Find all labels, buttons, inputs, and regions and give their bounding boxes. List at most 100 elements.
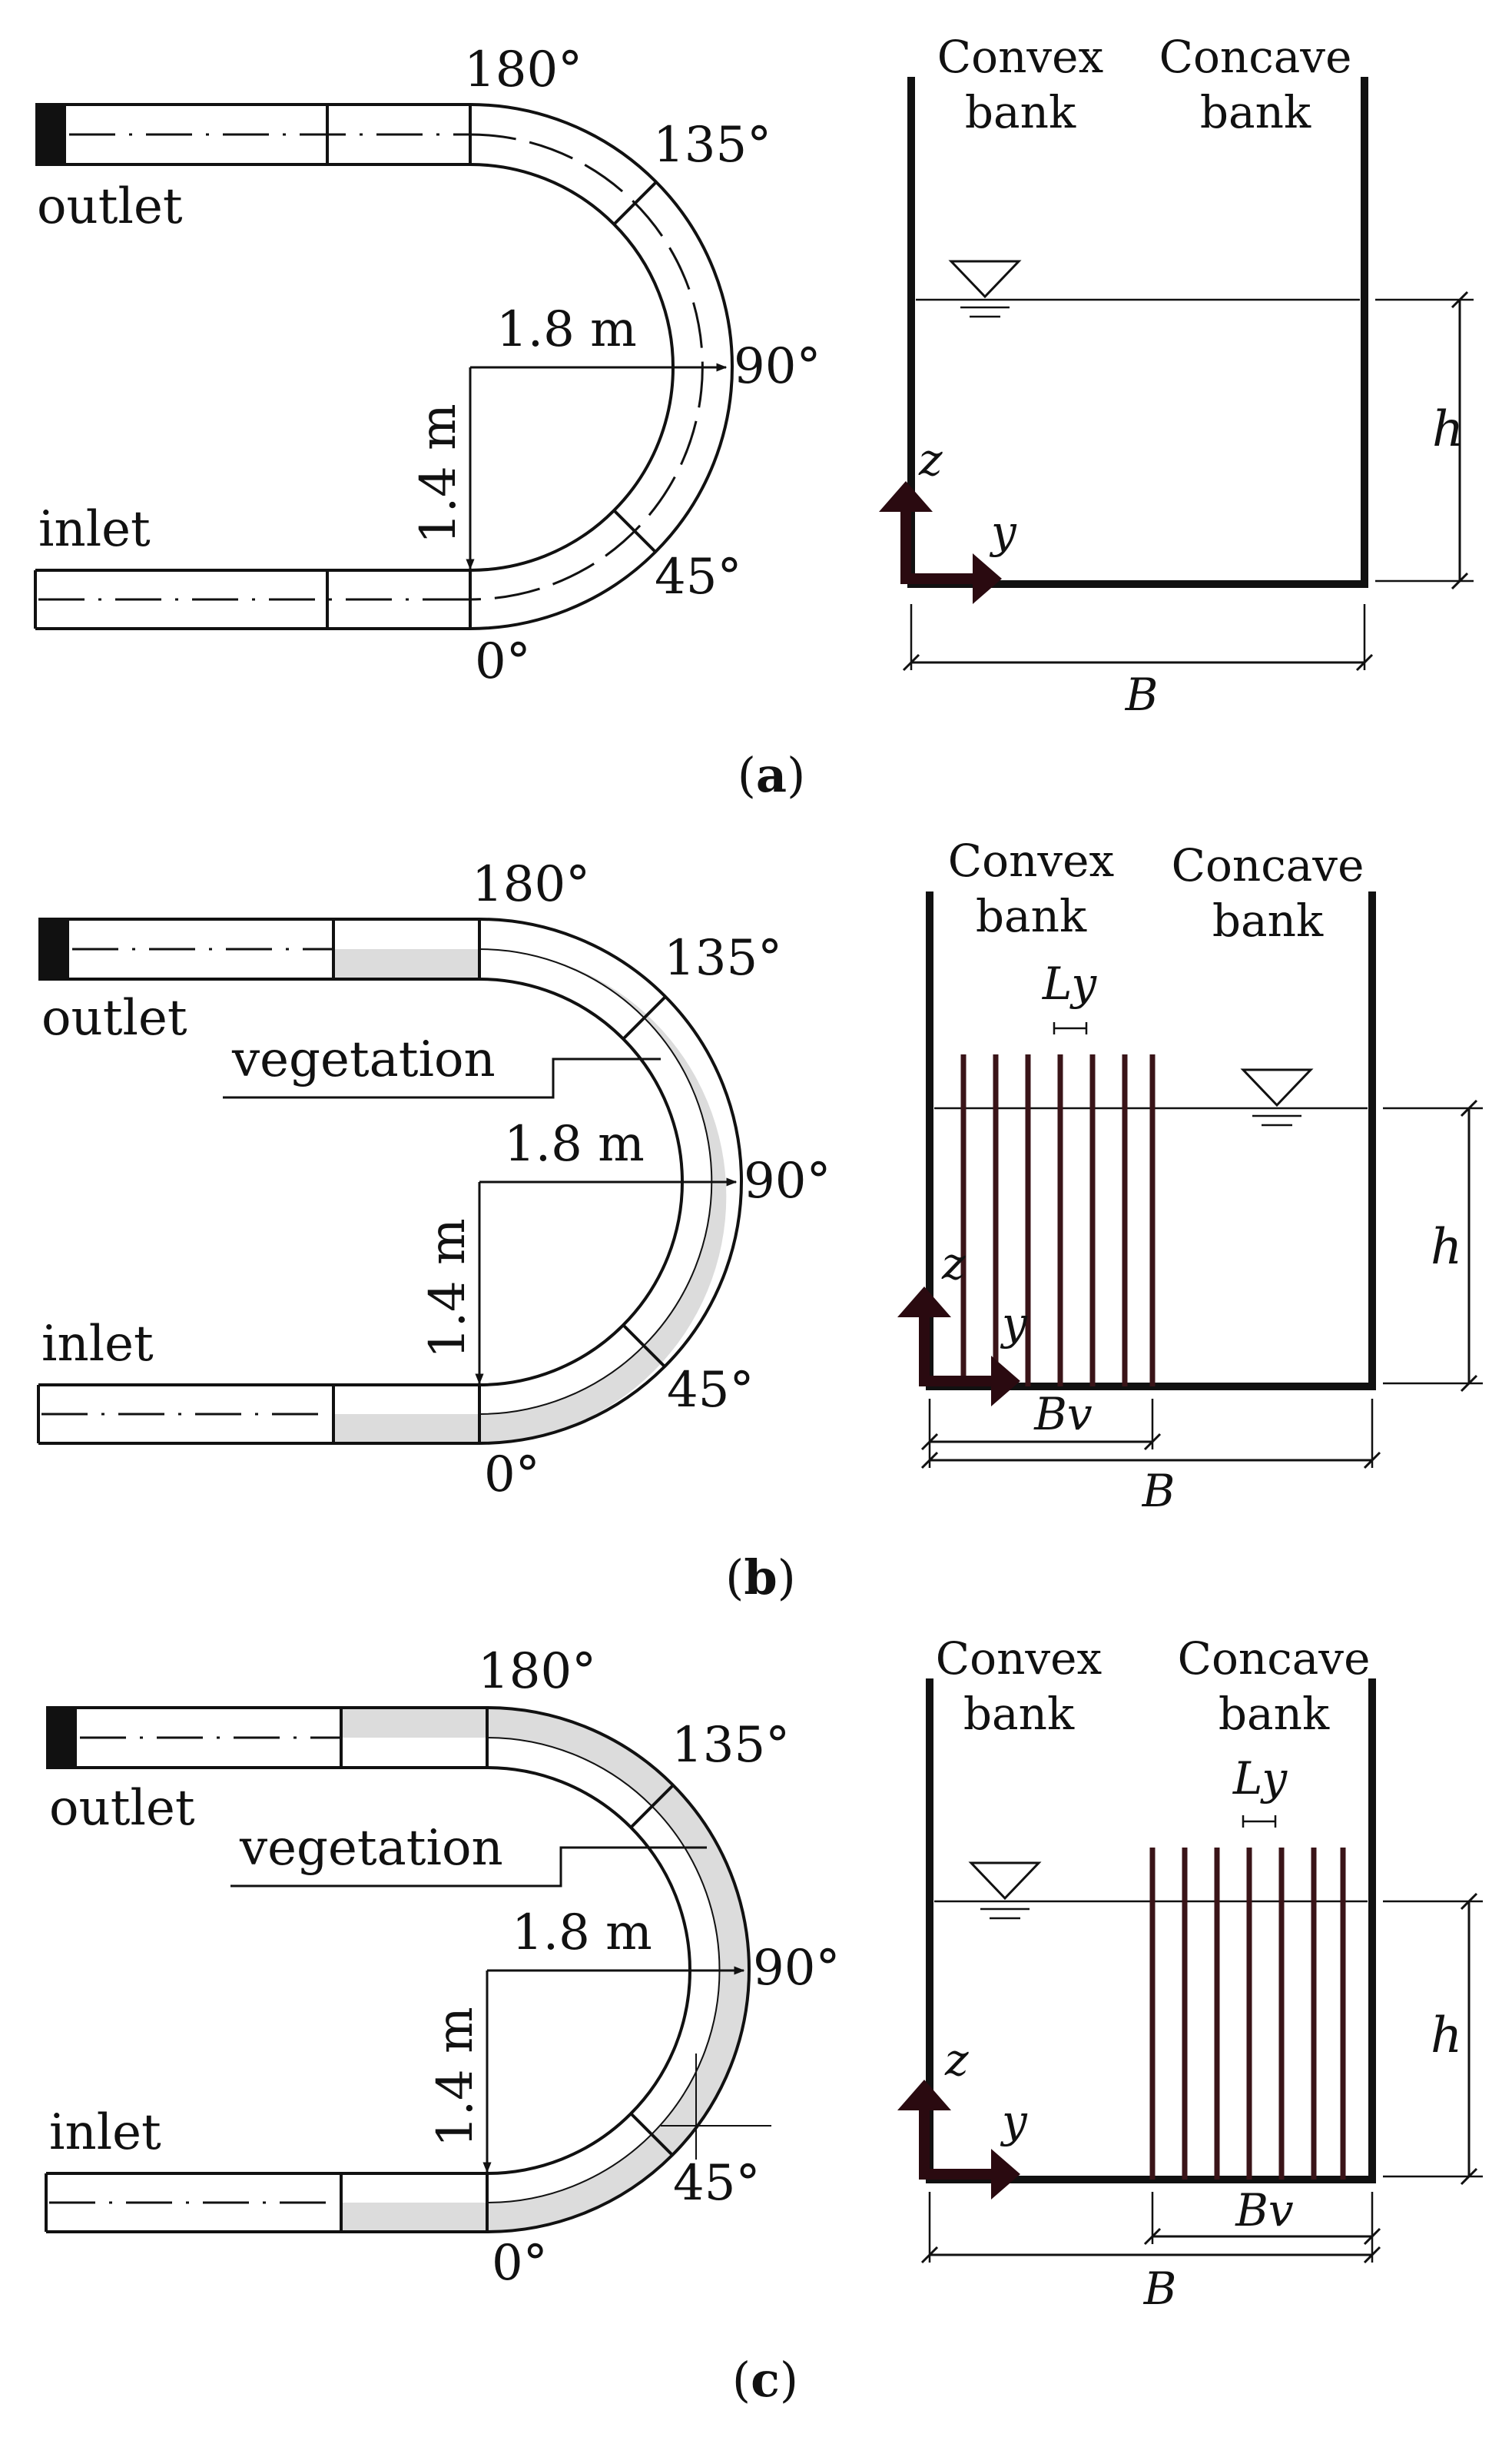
y-axis-arrow — [930, 2169, 994, 2180]
section-135-tick — [612, 181, 657, 226]
inlet-label: inlet — [49, 2104, 161, 2161]
cross-section-c: Convex bank Concave bank Ly z y h Bv B — [897, 1632, 1483, 2315]
outlet-block — [35, 105, 66, 164]
y-axis-label: y — [1000, 2095, 1028, 2147]
vegetation-leader — [223, 1057, 661, 1099]
height-label: h — [1431, 1219, 1462, 1276]
concave-bank-label: bank — [1219, 1688, 1330, 1740]
convex-bank-label: bank — [976, 890, 1087, 942]
outlet-label: outlet — [37, 178, 183, 235]
caption-c: (c) — [732, 2352, 798, 2408]
z-axis-arrow — [919, 1316, 930, 1386]
z-axis-arrow — [900, 510, 911, 584]
height-tick — [1460, 1892, 1478, 1911]
vegetation-stems — [960, 1054, 1156, 1386]
angle-label-45: 45° — [655, 549, 741, 606]
height-tick — [1460, 2167, 1478, 2186]
inlet-label: inlet — [38, 501, 151, 558]
angle-label-180: 180° — [472, 856, 590, 913]
vegetation-zone — [333, 949, 479, 979]
z-axis-arrow — [879, 481, 933, 512]
bend-outer-wall — [486, 1706, 751, 2233]
width-tick — [1355, 653, 1374, 672]
angle-label-90: 90° — [744, 1153, 831, 1210]
convex-bank-label: Convex — [936, 1632, 1102, 1685]
section-45-tick — [629, 2112, 674, 2156]
radius-label: 1.8 m — [512, 1904, 652, 1961]
outlet-label: outlet — [41, 990, 187, 1047]
width-label: B — [1143, 2263, 1177, 2315]
cross-section-b: Convex bank Concave bank Ly z y h Bv B — [897, 835, 1483, 1517]
y-axis-arrow — [930, 1376, 994, 1386]
width-tick — [920, 2246, 939, 2264]
straight-length-label: 1.4 m — [427, 2007, 484, 2147]
concave-bank-label: Concave — [1159, 31, 1352, 83]
z-axis-label: z — [918, 433, 943, 486]
veg-width-tick — [1143, 2227, 1162, 2246]
z-axis-label: z — [944, 2034, 969, 2086]
veg-width-label: Bv — [1235, 2184, 1294, 2236]
outlet-block — [38, 919, 69, 979]
vegetation-zone — [341, 1708, 487, 1738]
inlet-label: inlet — [41, 1316, 154, 1373]
caption-b: (b) — [725, 1549, 796, 1605]
y-axis-arrow — [911, 573, 976, 584]
caption-letter: a — [756, 747, 787, 803]
y-axis-arrow — [991, 2149, 1020, 2200]
concave-bank-label: Concave — [1178, 1632, 1371, 1685]
height-label: h — [1432, 401, 1464, 458]
y-axis-arrow — [973, 553, 1002, 604]
y-axis-label: y — [1000, 1297, 1028, 1350]
caption-letter: c — [751, 2352, 780, 2408]
angle-label-0: 0° — [484, 1446, 540, 1503]
angle-label-180: 180° — [464, 42, 582, 98]
water-level-icon — [948, 260, 1022, 299]
convex-bank-label: bank — [963, 1688, 1075, 1740]
z-axis-label: z — [941, 1237, 966, 1290]
height-tick — [1451, 291, 1469, 309]
width-tick — [1363, 1451, 1381, 1469]
outlet-block — [46, 1708, 77, 1768]
bend-outer-wall — [469, 103, 734, 630]
angle-label-135: 135° — [664, 930, 782, 987]
concave-bank-label: bank — [1200, 86, 1311, 138]
angle-label-90: 90° — [734, 338, 821, 395]
straight-length-label: 1.4 m — [419, 1218, 476, 1359]
caption-letter: b — [744, 1549, 777, 1605]
convex-bank-label: bank — [965, 86, 1076, 138]
water-level-icon — [968, 1861, 1042, 1901]
concave-bank-label: Concave — [1172, 839, 1364, 891]
plan-view-b: 180° 135° 90° 45° 0° outlet vegetation i… — [37, 856, 831, 1503]
angle-label-90: 90° — [753, 1940, 840, 1997]
section-45-tick — [622, 1323, 666, 1368]
angle-label-180: 180° — [478, 1643, 596, 1700]
z-axis-arrow — [897, 2080, 951, 2110]
radius-label: 1.8 m — [504, 1116, 645, 1173]
convex-bank-label: Convex — [948, 835, 1114, 887]
width-tick — [1363, 2246, 1381, 2264]
width-label: B — [1142, 1465, 1175, 1517]
vegetation-stems — [1149, 1848, 1346, 2180]
vegetation-zone — [341, 2203, 487, 2232]
vegetation-zone — [487, 1708, 749, 2232]
water-level-icon — [1240, 1068, 1314, 1107]
cross-section-a: Convex bank Concave bank z y h B — [879, 31, 1474, 721]
height-tick — [1460, 1374, 1478, 1393]
angle-label-135: 135° — [671, 1717, 790, 1774]
radius-label: 1.8 m — [496, 301, 637, 358]
plan-view-a: 180° 135° 90° 45° 0° outlet inlet 1.8 m … — [34, 42, 821, 690]
width-tick — [920, 1451, 939, 1469]
concave-bank-label: bank — [1212, 895, 1324, 947]
panel-a: 180° 135° 90° 45° 0° outlet inlet 1.8 m … — [34, 31, 1474, 803]
vegetation-leader — [230, 1846, 707, 1888]
height-tick — [1460, 1099, 1478, 1117]
z-axis-arrow — [919, 2109, 930, 2180]
spacing-label: Ly — [1232, 1752, 1288, 1805]
veg-width-tick — [920, 1433, 939, 1451]
section-45-tick — [612, 509, 657, 553]
height-label: h — [1431, 2007, 1462, 2064]
width-label: B — [1125, 669, 1159, 721]
angle-label-45: 45° — [667, 1362, 754, 1419]
angle-label-0: 0° — [492, 2235, 548, 2292]
